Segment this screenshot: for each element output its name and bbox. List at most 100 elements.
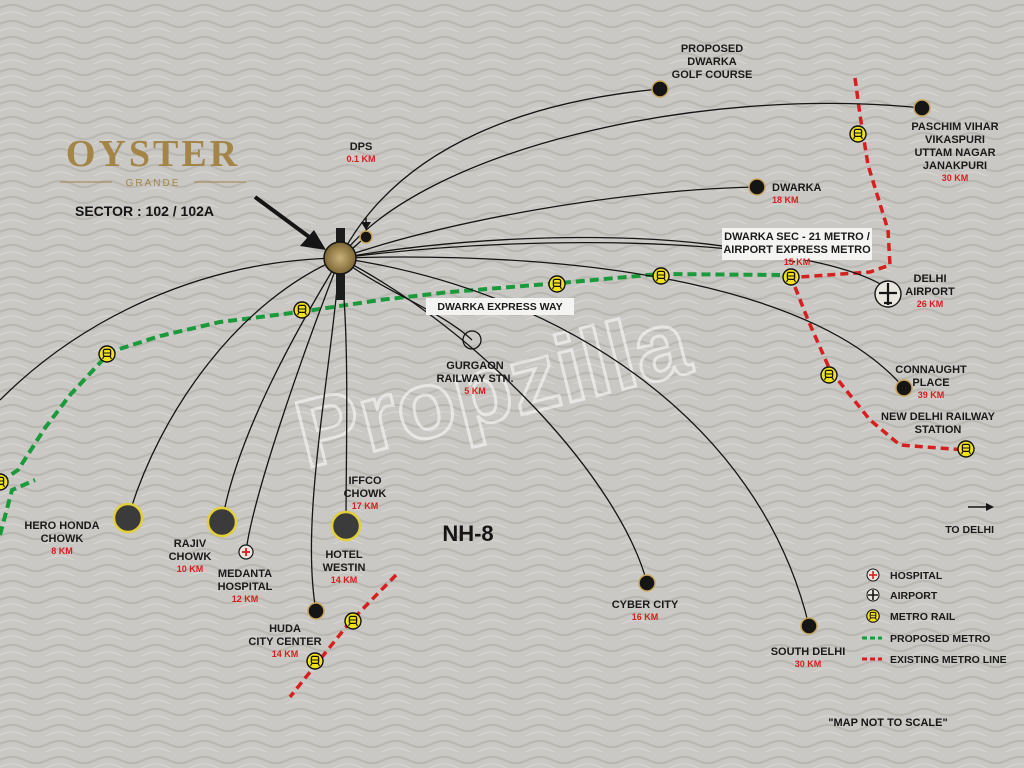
legend-proposed-metro: PROPOSED METRO bbox=[862, 633, 990, 645]
nh8-label: NH-8 bbox=[442, 521, 493, 546]
location-distance: 39 KM bbox=[918, 390, 945, 400]
location-name: DWARKA bbox=[687, 56, 737, 68]
location-name: STATION bbox=[915, 424, 962, 436]
metro-station-icon bbox=[782, 268, 800, 286]
dot-paschim bbox=[913, 99, 931, 117]
dot-gurgaon-railway bbox=[462, 330, 482, 350]
dot-hero bbox=[112, 502, 144, 534]
connector-airport bbox=[339, 241, 891, 291]
location-distance: 14 KM bbox=[331, 575, 358, 585]
location-name: CHOWK bbox=[344, 488, 387, 500]
existing-metro-line-huda bbox=[288, 573, 398, 699]
location-distance: 30 KM bbox=[795, 659, 822, 669]
metro-station-icon bbox=[820, 366, 838, 384]
location-name: PROPOSED bbox=[681, 43, 743, 55]
location-name: UTTAM NAGAR bbox=[914, 147, 995, 159]
location-name: GURGAON bbox=[446, 360, 504, 372]
dot-dwarka bbox=[748, 178, 766, 196]
dot-golf bbox=[651, 80, 669, 98]
location-name: RAILWAY STN. bbox=[436, 373, 513, 385]
existing-metro-line-delhi bbox=[793, 286, 966, 452]
location-name: HOTEL bbox=[325, 549, 363, 561]
location-distance: 16 KM bbox=[632, 612, 659, 622]
connector-hero bbox=[127, 257, 341, 519]
legend-airport: AIRPORT bbox=[866, 588, 938, 602]
location-distance: 30 KM bbox=[942, 173, 969, 183]
location-name: PASCHIM VIHAR bbox=[911, 121, 998, 133]
location-name: JANAKPURI bbox=[923, 160, 987, 172]
dot-westin bbox=[330, 510, 362, 542]
location-distance: 5 KM bbox=[464, 386, 486, 396]
location-name: RAJIV bbox=[174, 538, 207, 550]
legend-proposed-metro-text: PROPOSED METRO bbox=[890, 633, 990, 645]
location-name: CITY CENTER bbox=[248, 636, 321, 648]
legend-metro-rail: METRO RAIL bbox=[866, 609, 956, 623]
legend-hospital-text: HOSPITAL bbox=[890, 570, 943, 582]
location-distance: 10 KM bbox=[177, 564, 204, 574]
location-label-sec21: DWARKA SEC - 21 METRO /AIRPORT EXPRESS M… bbox=[723, 231, 871, 267]
location-name: WESTIN bbox=[323, 562, 366, 574]
location-name: CYBER CITY bbox=[612, 599, 679, 611]
location-name: AIRPORT bbox=[905, 286, 955, 298]
metro-station-icon bbox=[306, 652, 324, 670]
location-name: HOSPITAL bbox=[218, 581, 273, 593]
connector-west bbox=[0, 257, 341, 401]
location-name: GOLF COURSE bbox=[672, 69, 753, 81]
to-delhi-label: TO DELHI bbox=[945, 503, 994, 536]
metro-station-icon bbox=[957, 440, 975, 458]
location-dots bbox=[112, 80, 931, 635]
location-name: SOUTH DELHI bbox=[771, 646, 846, 658]
location-name: DWARKA SEC - 21 METRO / bbox=[724, 231, 870, 243]
connector-south bbox=[339, 257, 810, 627]
metro-station-icon bbox=[548, 275, 566, 293]
dot-rajiv bbox=[206, 506, 238, 538]
brand-subname: GRANDE bbox=[126, 178, 181, 189]
location-name: DWARKA bbox=[772, 182, 822, 194]
location-name: AIRPORT EXPRESS METRO bbox=[723, 244, 871, 256]
sector-label: SECTOR : 102 / 102A bbox=[75, 203, 214, 219]
connector-lines bbox=[0, 88, 923, 627]
existing-metro-line-airport bbox=[799, 77, 892, 279]
legend-metro-rail-text: METRO RAIL bbox=[890, 611, 956, 623]
location-name: NEW DELHI RAILWAY bbox=[881, 411, 996, 423]
dot-cyber bbox=[638, 574, 656, 592]
metro-station-icon bbox=[344, 612, 362, 630]
dot-dps bbox=[359, 230, 373, 244]
location-name: DPS bbox=[350, 141, 373, 153]
hospital-icon bbox=[238, 544, 254, 560]
proposed-metro-line bbox=[0, 271, 781, 536]
metro-station-icon bbox=[849, 125, 867, 143]
dot-south bbox=[800, 617, 818, 635]
brand-name: OYSTER bbox=[66, 133, 240, 175]
expressway-text: DWARKA EXPRESS WAY bbox=[437, 301, 562, 313]
location-name: VIKASPURI bbox=[925, 134, 985, 146]
location-name: DELHI bbox=[914, 273, 947, 285]
legend-hospital: HOSPITAL bbox=[866, 568, 943, 582]
to-delhi-text: TO DELHI bbox=[945, 524, 994, 536]
legend-existing-metro: EXISTING METRO LINE bbox=[862, 654, 1007, 666]
location-distance: 0.1 KM bbox=[346, 154, 375, 164]
connector-medanta bbox=[245, 257, 341, 553]
sec21-label-box bbox=[722, 228, 872, 260]
connector-golf bbox=[339, 88, 661, 259]
location-distance: 26 KM bbox=[917, 299, 944, 309]
airport-icon bbox=[874, 280, 902, 308]
project-hub bbox=[323, 241, 357, 275]
connector-paschim bbox=[339, 102, 923, 259]
project-marker bbox=[253, 195, 371, 300]
connector-dwarka bbox=[339, 186, 758, 259]
